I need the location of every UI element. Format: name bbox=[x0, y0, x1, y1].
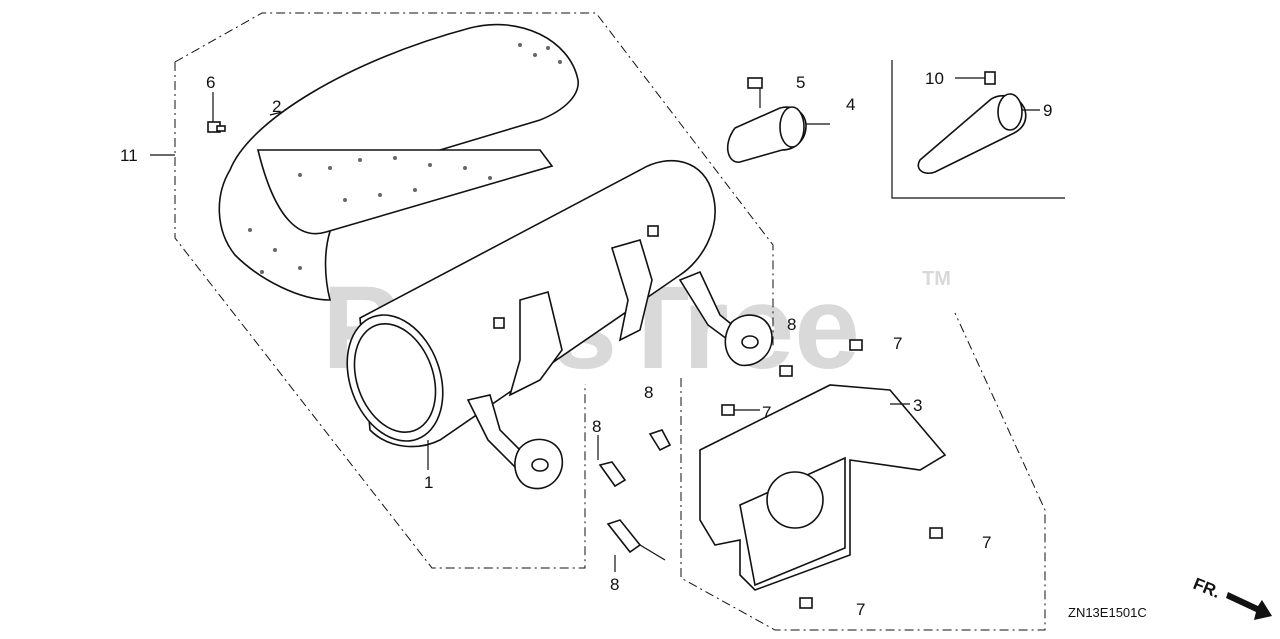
callout-8a: 8 bbox=[787, 315, 796, 334]
diagram-code: ZN13E1501C bbox=[1068, 605, 1147, 620]
hex-bolt bbox=[597, 429, 672, 572]
callout-9: 9 bbox=[1043, 101, 1052, 120]
spark-arrester-screen bbox=[917, 71, 1040, 175]
callout-7c: 7 bbox=[982, 533, 991, 552]
callout-7d: 7 bbox=[856, 600, 865, 619]
muffler-body bbox=[346, 159, 773, 490]
assembly-boundary-line-left bbox=[174, 62, 586, 569]
callout-4: 4 bbox=[846, 95, 855, 114]
callout-8c: 8 bbox=[592, 417, 601, 436]
callout-6: 6 bbox=[206, 73, 215, 92]
leader-2 bbox=[269, 111, 283, 116]
callout-2: 2 bbox=[272, 97, 281, 116]
callout-11: 11 bbox=[120, 146, 138, 165]
bracket-group-boundary bbox=[680, 312, 1046, 631]
callout-10: 10 bbox=[925, 69, 944, 88]
callout-8b: 8 bbox=[644, 383, 653, 402]
callout-7a: 7 bbox=[893, 334, 902, 353]
callout-1: 1 bbox=[424, 473, 433, 492]
screw-6 bbox=[207, 92, 226, 133]
muffler-stay bbox=[699, 384, 947, 591]
watermark-tm: TM bbox=[922, 268, 951, 290]
callout-5: 5 bbox=[796, 73, 805, 92]
front-marker-label: FR. bbox=[1191, 574, 1224, 602]
callout-8d: 8 bbox=[610, 575, 619, 594]
muffler-protector bbox=[218, 23, 579, 301]
flange-bolt bbox=[721, 339, 943, 609]
spark-arrester-cap bbox=[726, 77, 830, 163]
callout-7b: 7 bbox=[762, 403, 771, 422]
callout-3: 3 bbox=[913, 396, 922, 415]
inset-box-border bbox=[891, 60, 1065, 199]
arrow-right-down-icon bbox=[1226, 592, 1272, 620]
